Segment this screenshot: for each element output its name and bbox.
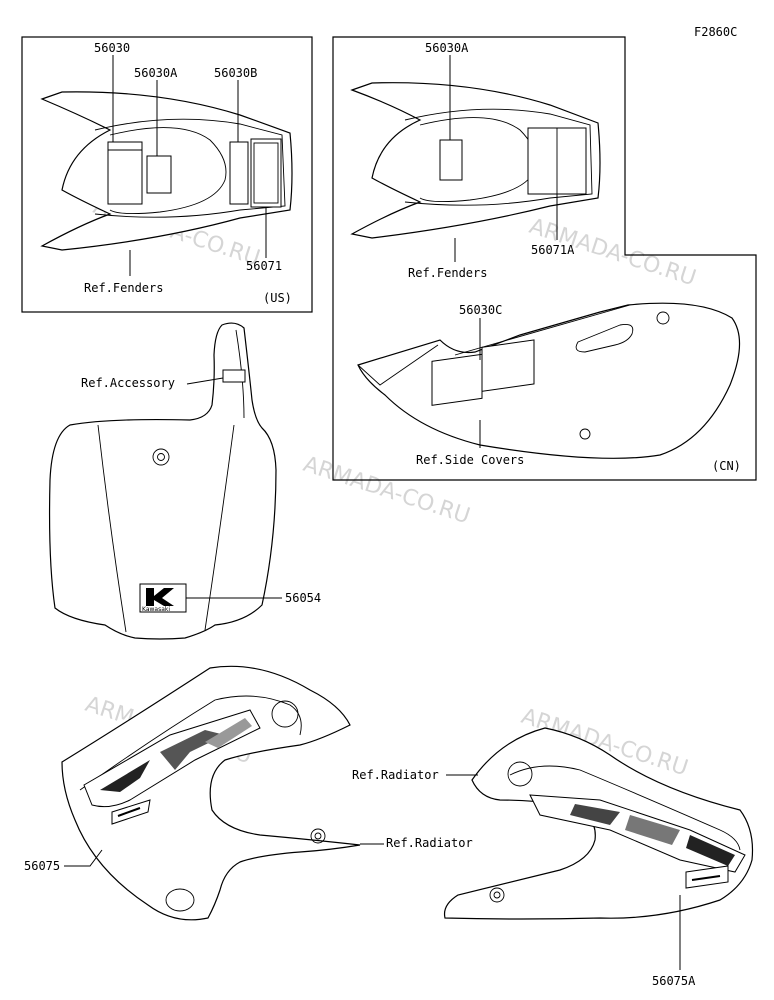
label-56075A: 56075A: [652, 974, 696, 988]
cn-side-cover: [357, 302, 741, 459]
us-box-frame: [21, 36, 313, 313]
label-ref-fenders-us: Ref.Fenders: [84, 281, 163, 295]
kx-graphic-right: [529, 794, 746, 889]
us-fender-cutout: [109, 127, 227, 215]
us-fender-inner-line: [94, 118, 286, 218]
number-plate-assembly: Kawasaki Ref.Accessory 56054: [48, 322, 321, 640]
us-box: 56030 56030A 56030B 56071 Ref.Fenders (U…: [21, 36, 313, 313]
decal-56071: [250, 138, 282, 208]
accessory-tab: [222, 369, 246, 383]
cn-rear-fender: [350, 82, 601, 239]
label-56071: 56071: [246, 259, 282, 273]
label-ref-side-covers: Ref.Side Covers: [416, 453, 524, 467]
decal-56030B: [229, 141, 249, 205]
cn-box-frame: [332, 36, 757, 481]
decal-56030A: [146, 155, 172, 194]
label-ref-accessory: Ref.Accessory: [81, 376, 175, 390]
plate-mount-hole: [152, 448, 170, 466]
label-ref-fenders-cn: Ref.Fenders: [408, 266, 487, 280]
radiator-shroud-right: Ref.Radiator 56075A: [352, 727, 754, 988]
left-shroud-mount: [310, 828, 326, 844]
decal-56030C-right: [481, 339, 535, 392]
left-shroud-hole-bottom: [165, 888, 195, 912]
region-us: (US): [263, 291, 292, 305]
decal-56030C-left: [431, 353, 483, 406]
side-cover-hole: [656, 311, 670, 325]
kawasaki-logo-decal: Kawasaki: [139, 583, 187, 613]
cn-fender-inner-line: [404, 108, 593, 206]
side-cover-slot: [575, 323, 634, 353]
label-56030: 56030: [94, 41, 130, 55]
cn-box: 56030A 56071A Ref.Fenders 56030C Ref.Sid…: [332, 36, 757, 481]
right-shroud-mount: [489, 887, 505, 903]
region-cn: (CN): [712, 459, 741, 473]
label-56030A-cn: 56030A: [425, 41, 469, 55]
label-56075: 56075: [24, 859, 60, 873]
label-56071A: 56071A: [531, 243, 575, 257]
right-shroud-hole-top: [507, 761, 533, 787]
label-56054: 56054: [285, 591, 321, 605]
front-number-plate: [48, 322, 277, 640]
left-shroud: [61, 665, 361, 921]
label-ref-radiator-right: Ref.Radiator: [352, 768, 439, 782]
side-cover-hole-lower: [579, 428, 591, 440]
label-56030B: 56030B: [214, 66, 257, 80]
kx-graphic-left: [83, 709, 261, 825]
logo-text: Kawasaki: [142, 606, 170, 613]
figure-code: F2860C: [694, 25, 737, 39]
label-56030C: 56030C: [459, 303, 502, 317]
label-56030A: 56030A: [134, 66, 178, 80]
left-shroud-hole-top: [271, 700, 299, 728]
radiator-shroud-left: Ref.Radiator 56075: [24, 665, 473, 921]
decal-56030: [107, 141, 143, 205]
label-ref-radiator-left: Ref.Radiator: [386, 836, 473, 850]
decal-56030A-cn: [439, 139, 463, 181]
